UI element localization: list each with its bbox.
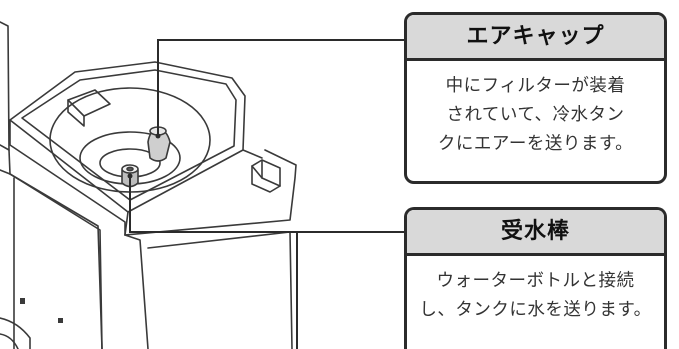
front-panel [9, 173, 103, 349]
callout-line: し、タンクに水を送ります。 [419, 300, 652, 320]
callout-text-water-rod: ウォーターボトルと接続 し、タンクに水を送ります。 [407, 256, 664, 325]
port-slot [20, 298, 25, 304]
leader-line-aircap [157, 39, 404, 136]
callout-line: されていて、冷水タン [446, 105, 625, 125]
leader-line-rod [129, 175, 404, 233]
callout-water-rod: 受水棒 ウォーターボトルと接続 し、タンクに水を送ります。 [404, 207, 667, 349]
callout-air-cap: エアキャップ 中にフィルターが装着 されていて、冷水タン クにエアーを送ります。 [404, 12, 667, 184]
top-rim [9, 119, 297, 236]
callout-line: クにエアーを送ります。 [437, 134, 634, 154]
callout-line: ウォーターボトルと接続 [436, 271, 635, 291]
callout-title-water-rod: 受水棒 [407, 210, 664, 256]
callout-title-air-cap: エアキャップ [407, 15, 664, 61]
cabinet-body [0, 21, 10, 151]
callout-line: 中にフィルターが装着 [445, 76, 626, 96]
callout-text-air-cap: 中にフィルターが装着 されていて、冷水タン クにエアーを送ります。 [407, 61, 664, 159]
